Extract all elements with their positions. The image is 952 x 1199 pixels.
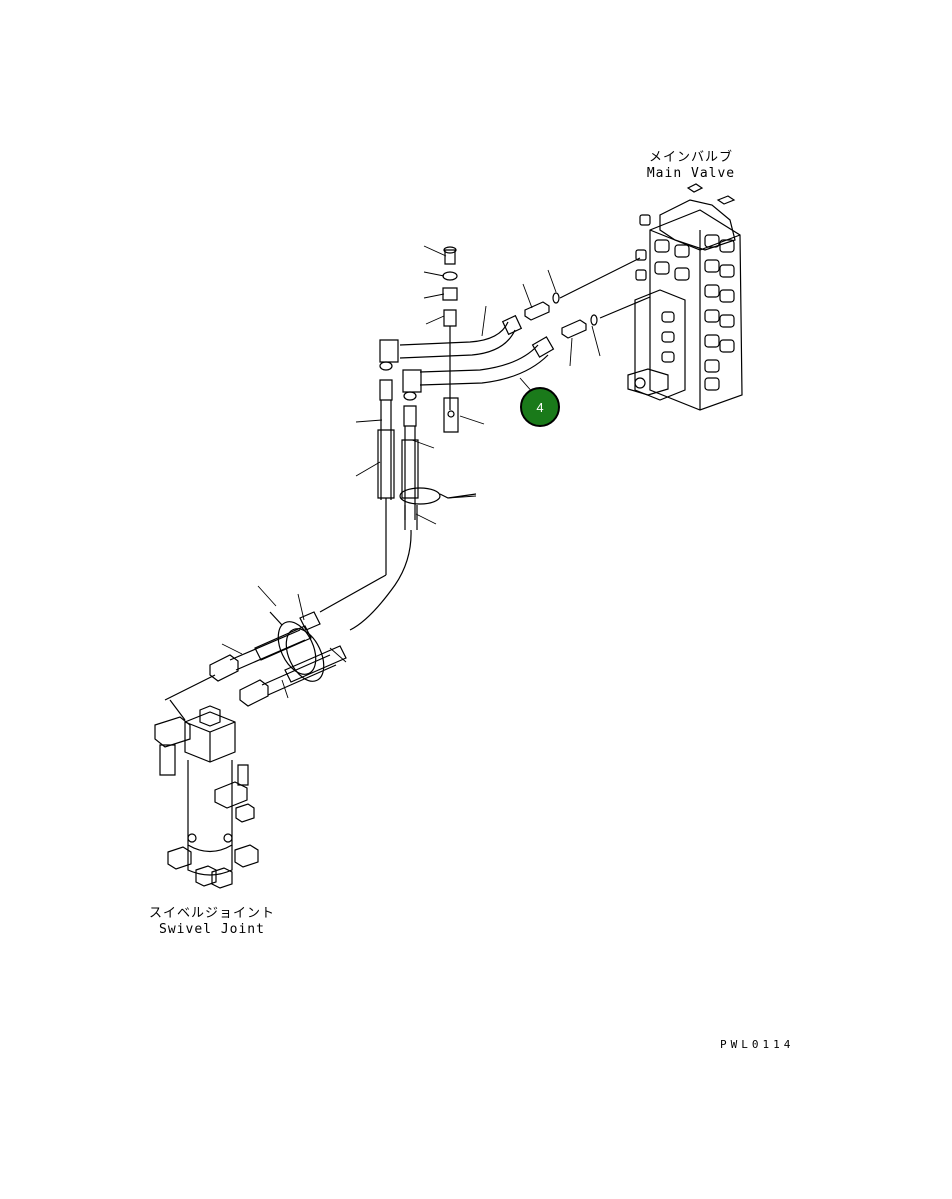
swivel-joint-label: スイベルジョイント Swivel Joint <box>146 906 278 938</box>
part-callout-number: 4 <box>536 399 544 415</box>
upper-hose-assembly <box>319 246 651 631</box>
main-valve-label-en: Main Valve <box>646 166 736 181</box>
drawing-code: PWL0114 <box>720 1038 795 1051</box>
part-callout-4[interactable]: 4 <box>520 387 560 427</box>
swivel-joint-drawing <box>154 705 259 889</box>
main-valve-label: メインバルブ Main Valve <box>636 150 746 182</box>
swivel-joint-label-jp: スイベルジョイント <box>148 906 275 921</box>
lower-hose-assembly <box>164 611 347 721</box>
swivel-joint-label-en: Swivel Joint <box>159 922 265 937</box>
part-leader-lines <box>221 245 601 699</box>
main-valve-drawing <box>627 183 743 411</box>
main-valve-label-jp: メインバルブ <box>648 150 733 165</box>
